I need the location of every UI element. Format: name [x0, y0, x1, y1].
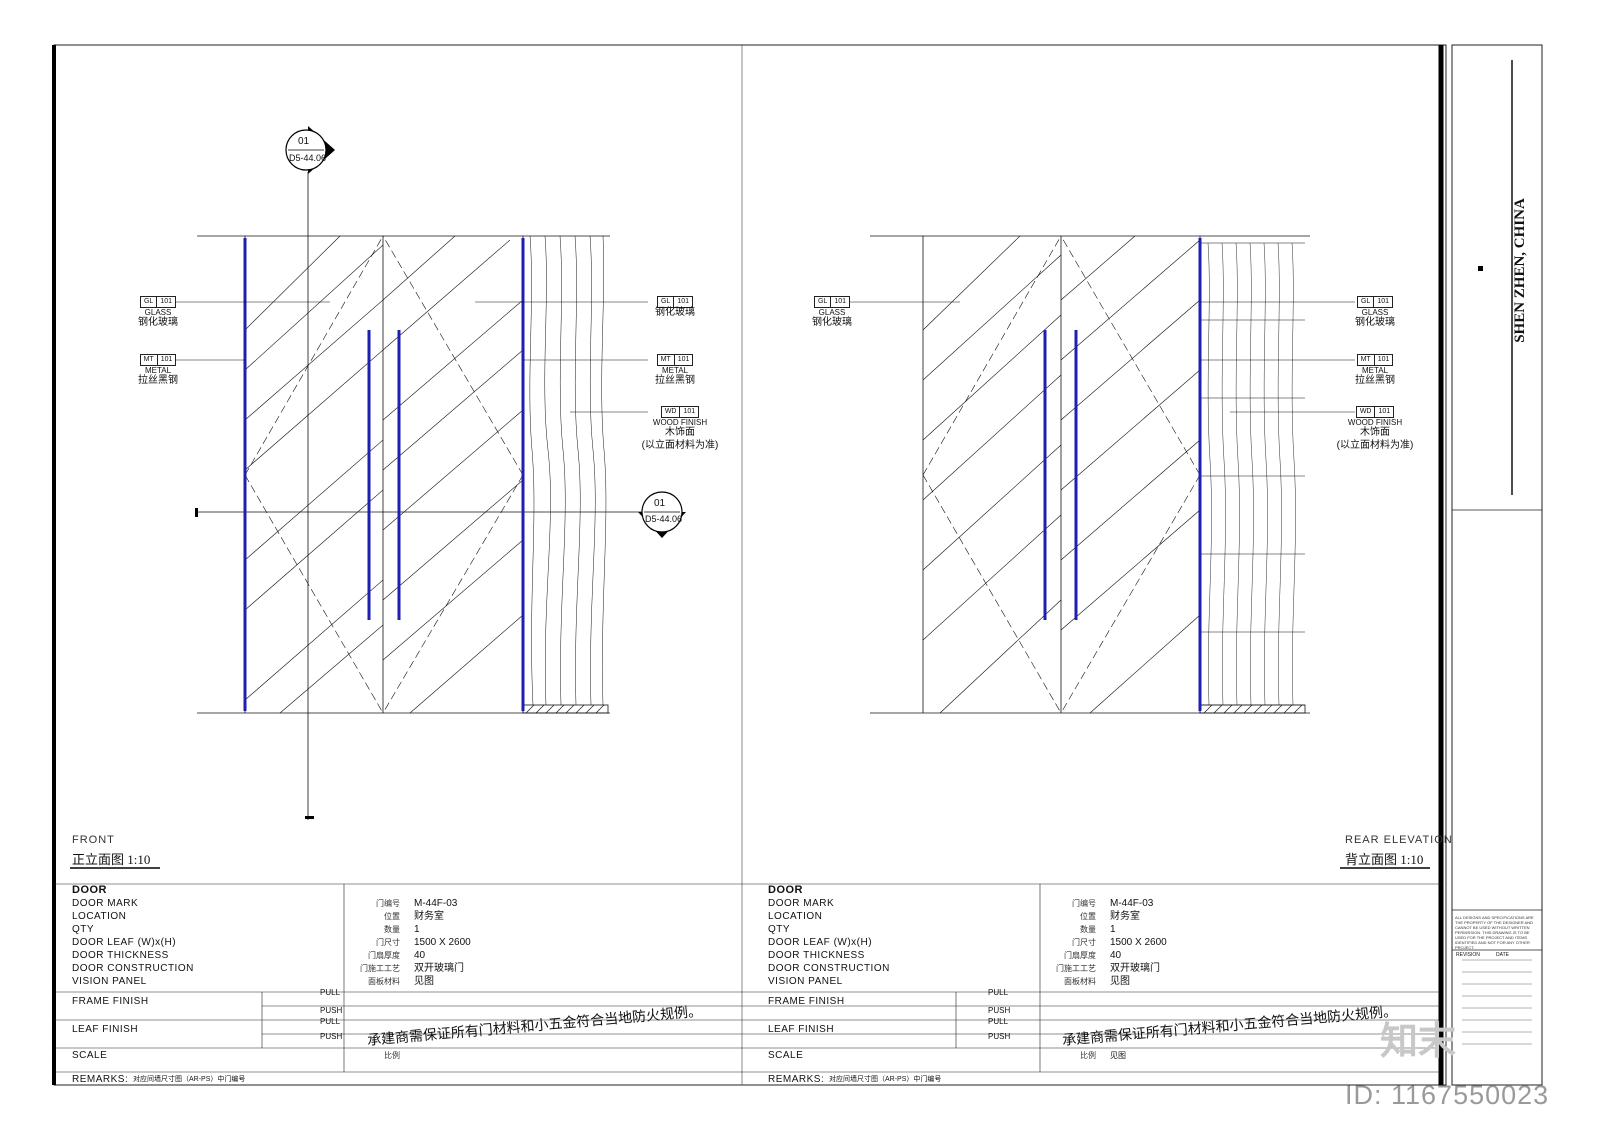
- tag-glass-en: GLASS: [144, 308, 172, 317]
- tag-metal-cn: 拉丝黑钢: [655, 375, 695, 386]
- revision-date: DATE: [1496, 952, 1509, 958]
- project-location: SHEN ZHEN, CHINA: [1511, 197, 1528, 343]
- tag-wood-en: WOOD FINISH: [1347, 418, 1403, 427]
- section-callout-top: [285, 126, 335, 174]
- tag-wood-note: (以立面材料为准): [641, 440, 719, 451]
- rear-elevation: [870, 235, 1310, 714]
- tag-glass-en: GLASS: [818, 308, 846, 317]
- tag-metal-cn: 拉丝黑钢: [138, 375, 178, 386]
- watermark-id: ID: 1167550023: [1345, 1080, 1550, 1110]
- disclaimer-text: ALL DESIGNS AND SPECIFICATIONS ARE THE P…: [1455, 915, 1534, 950]
- tag-wood-cn: 木饰面: [1360, 427, 1390, 438]
- callout-right-ref: 01: [654, 498, 666, 509]
- rear-title-en: REAR ELEVATION: [1345, 834, 1453, 846]
- tag-glass-cn: 钢化玻璃: [812, 317, 852, 328]
- schedule-title: DOOR: [72, 884, 107, 896]
- section-callout-right: [638, 491, 686, 538]
- rear-title-cn: 背立面图 1:10: [1345, 852, 1424, 867]
- callout-top-ref: 01: [298, 136, 310, 147]
- tag-wood-cn: 木饰面: [665, 427, 695, 438]
- schedule-title: DOOR: [768, 884, 803, 896]
- tag-wood-en: WOOD FINISH: [652, 418, 708, 427]
- tag-metal-en: METAL: [144, 366, 172, 375]
- watermark-logo: 知末: [1380, 1019, 1457, 1063]
- tag-metal-cn: 拉丝黑钢: [1355, 375, 1395, 386]
- callout-right-sheet: D5-44.06: [645, 514, 683, 524]
- front-title-en: FRONT: [72, 834, 115, 846]
- tag-metal-en: METAL: [661, 366, 689, 375]
- tag-glass-cn: 钢化玻璃: [138, 317, 178, 328]
- tag-glass-cn: 钢化玻璃: [1355, 317, 1395, 328]
- revision-label: REVISION: [1456, 952, 1480, 958]
- tag-glass-en: GLASS: [1361, 308, 1389, 317]
- tag-glass-cn: 钢化玻璃: [655, 307, 695, 318]
- tag-wood-note: (以立面材料为准): [1336, 440, 1414, 451]
- tag-metal-en: METAL: [1361, 366, 1389, 375]
- front-elevation: [197, 172, 655, 820]
- callout-top-sheet: D5-44.06: [289, 153, 327, 163]
- front-title-cn: 正立面图 1:10: [72, 852, 151, 867]
